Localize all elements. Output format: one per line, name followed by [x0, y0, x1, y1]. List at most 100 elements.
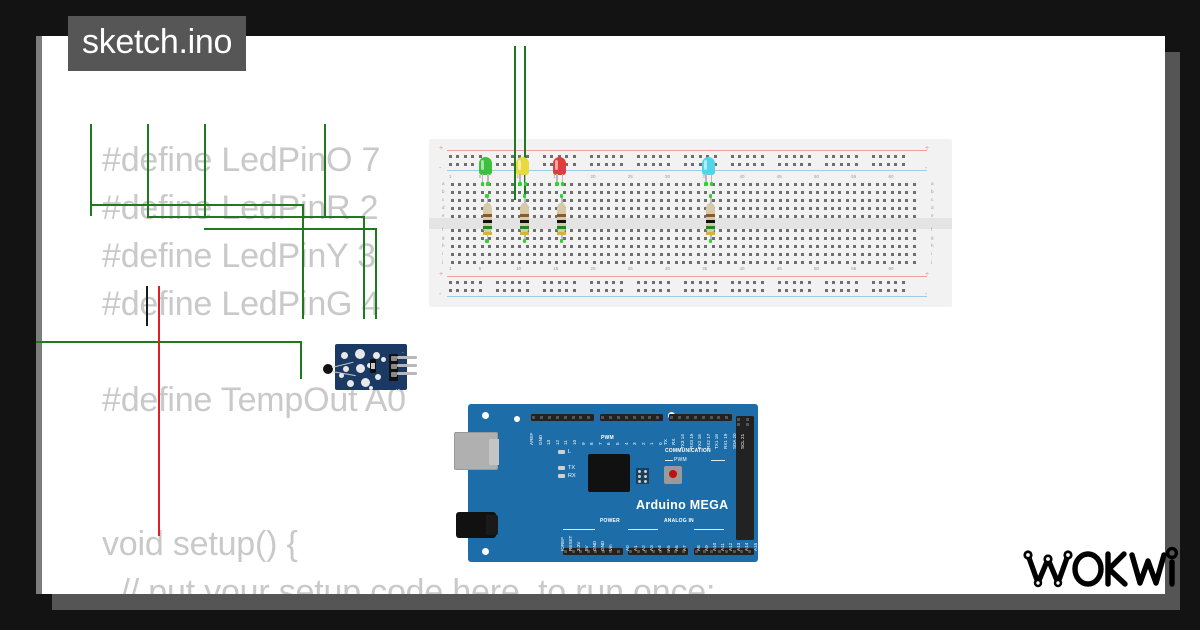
led-green[interactable] [478, 157, 492, 186]
tie-point [585, 215, 589, 218]
header-pin[interactable] [555, 415, 559, 419]
pin-label: AREF [529, 432, 534, 445]
analog-header-a0-a7[interactable] [628, 548, 688, 555]
header-pin[interactable] [540, 415, 544, 419]
analog-pin-label: A6 [673, 545, 679, 551]
header-pin[interactable] [564, 549, 568, 553]
header-pin[interactable] [644, 549, 648, 553]
analog-header-a8-a15[interactable] [694, 548, 754, 555]
header-pin[interactable] [587, 415, 591, 419]
header-pin[interactable] [651, 549, 655, 553]
breadboard[interactable]: 1155101015152020252530303535404045455050… [429, 139, 952, 307]
tie-point [786, 199, 790, 202]
digital-header-8-13-aref-gnd[interactable] [531, 414, 594, 421]
header-pin[interactable] [701, 415, 705, 419]
communication-header[interactable] [669, 414, 732, 421]
header-pin[interactable] [616, 549, 620, 553]
resistor-3[interactable] [557, 194, 567, 243]
tie-point [592, 207, 596, 210]
header-pin[interactable] [725, 549, 729, 553]
header-pin[interactable] [732, 549, 736, 553]
header-pin[interactable] [737, 423, 741, 426]
resistor-lead [524, 195, 526, 205]
header-pin[interactable] [624, 415, 628, 419]
tie-point [875, 207, 879, 210]
header-pin[interactable] [571, 549, 575, 553]
header-pin[interactable] [586, 549, 590, 553]
header-pin[interactable] [737, 417, 741, 421]
tie-point [726, 261, 730, 264]
header-pin[interactable] [695, 549, 699, 553]
header-pin[interactable] [674, 549, 678, 553]
tie-point [741, 183, 745, 186]
header-pin[interactable] [659, 549, 663, 553]
header-pin[interactable] [547, 415, 551, 419]
header-pin[interactable] [670, 415, 674, 419]
header-pin[interactable] [746, 423, 750, 426]
tie-point [510, 199, 514, 202]
tie-point [659, 191, 663, 194]
double-row-header-right[interactable] [736, 416, 754, 540]
header-pin[interactable] [594, 549, 598, 553]
header-pin[interactable] [685, 415, 689, 419]
header-pin[interactable] [681, 549, 685, 553]
digital-header-0-7[interactable] [600, 414, 663, 421]
resistor-2[interactable] [520, 194, 530, 243]
header-pin[interactable] [648, 415, 652, 419]
header-pin[interactable] [571, 415, 575, 419]
header-pin[interactable] [616, 415, 620, 419]
header-pin[interactable] [710, 549, 714, 553]
header-pin[interactable] [717, 415, 721, 419]
tie-point [540, 207, 544, 210]
header-pin[interactable] [579, 549, 583, 553]
resistor-1[interactable] [482, 194, 492, 243]
header-pin[interactable] [725, 415, 729, 419]
resistor-4[interactable] [706, 194, 716, 243]
header-pin[interactable] [746, 417, 750, 421]
thermistor-module[interactable]: -S [323, 344, 417, 392]
header-pin[interactable] [740, 549, 744, 553]
header-pin[interactable] [629, 549, 633, 553]
header-pin[interactable] [609, 549, 613, 553]
tie-point [495, 237, 499, 240]
header-pin[interactable] [636, 549, 640, 553]
sensor-header-pin[interactable] [390, 356, 397, 361]
tie-point [614, 261, 618, 264]
tie-point [681, 229, 685, 232]
power-header[interactable] [563, 548, 623, 555]
header-pin[interactable] [609, 415, 613, 419]
power-pin-label: IOREF [560, 536, 565, 551]
led-cyan[interactable] [702, 157, 716, 186]
tie-point [845, 261, 849, 264]
header-pin[interactable] [702, 549, 706, 553]
header-pin[interactable] [563, 415, 567, 419]
header-pin[interactable] [678, 415, 682, 419]
file-tab-sketch-ino[interactable]: sketch.ino [68, 16, 247, 71]
header-pin[interactable] [709, 415, 713, 419]
sensor-header-pin[interactable] [390, 372, 397, 377]
header-pin[interactable] [640, 415, 644, 419]
tie-point [816, 253, 820, 256]
header-pin[interactable] [579, 415, 583, 419]
header-pin[interactable] [656, 415, 660, 419]
header-pin[interactable] [601, 415, 605, 419]
header-pin[interactable] [532, 415, 536, 419]
header-pin[interactable] [747, 549, 751, 553]
resistor-pad [559, 239, 564, 243]
sensor-pin-wire [397, 364, 417, 367]
header-pin[interactable] [601, 549, 605, 553]
header-pin[interactable] [666, 549, 670, 553]
led-yellow[interactable] [516, 157, 530, 186]
header-pin[interactable] [693, 415, 697, 419]
tie-point [749, 237, 752, 240]
reset-button[interactable] [664, 466, 682, 484]
header-pin[interactable] [717, 549, 721, 553]
tie-point [458, 207, 462, 210]
header-pin[interactable] [632, 415, 636, 419]
tie-point [562, 199, 566, 202]
tie-point [458, 245, 462, 248]
sensor-header-pin[interactable] [390, 364, 397, 369]
sensor-pin-header[interactable] [389, 354, 398, 381]
led-red[interactable] [553, 157, 567, 186]
